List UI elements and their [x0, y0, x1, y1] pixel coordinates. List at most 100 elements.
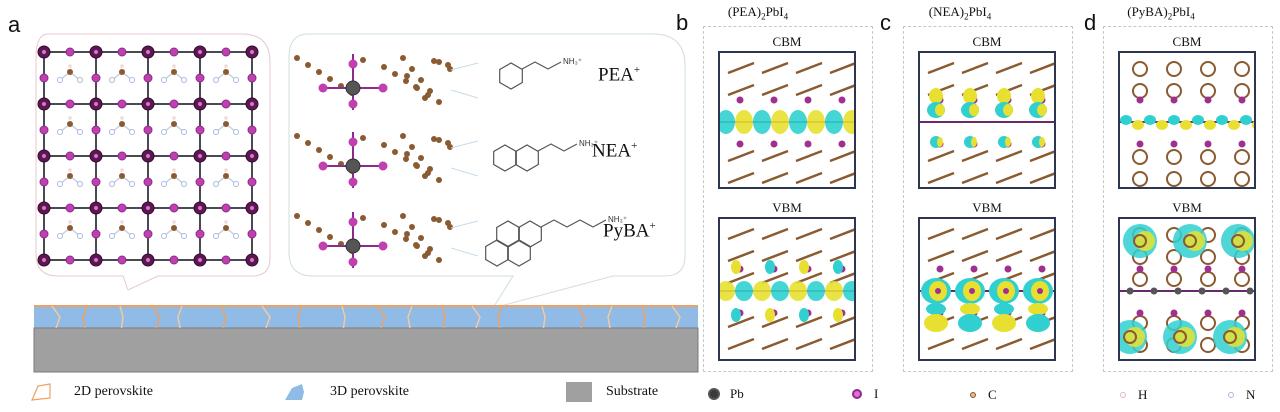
organic-chain [995, 171, 1023, 185]
isosurface-lobe [843, 281, 854, 301]
n-atom [57, 77, 63, 83]
i-atom [1136, 265, 1144, 273]
isosurface-lobe [1252, 121, 1254, 129]
c-atom [294, 133, 300, 139]
i-atom [1238, 140, 1246, 148]
c-atom [422, 95, 428, 101]
i-atom [804, 140, 812, 148]
isosurface-lobe [1031, 88, 1045, 104]
organic-chain [761, 227, 789, 241]
isosurface-lobe [731, 260, 741, 274]
n-atom [129, 129, 135, 135]
i-atom [936, 265, 944, 273]
organic-chain [795, 315, 823, 329]
n-atom [213, 77, 219, 83]
i-atom [1170, 140, 1178, 148]
n-atom [233, 129, 239, 135]
i-atom [1204, 309, 1212, 317]
organic-chain [829, 338, 854, 351]
i-atom [1038, 265, 1046, 273]
pointer-line [450, 167, 479, 177]
c-atom [67, 225, 73, 231]
aromatic-ring [1166, 61, 1182, 77]
panel-d-cbm-structure [1118, 51, 1256, 189]
organic-chain [927, 249, 955, 263]
c-atom [392, 71, 398, 77]
pb-atom-core [198, 206, 202, 210]
legend-atom-i: I [852, 385, 878, 403]
isosurface-lobe [1180, 120, 1192, 130]
isosurface-lobe [960, 303, 980, 315]
isosurface-lobe [935, 104, 945, 116]
callout-3d-lattice [35, 33, 271, 291]
organic-chain [795, 271, 823, 285]
c-atom [171, 173, 177, 179]
organic-chain [761, 249, 789, 263]
c-atom [436, 177, 442, 183]
h-atom [68, 168, 72, 172]
isosurface-lobe [1216, 115, 1228, 125]
panel-b-box [703, 26, 873, 372]
c-atom [413, 162, 419, 168]
i-atom [65, 47, 75, 57]
n-atom [161, 129, 167, 135]
pb-atom-core [94, 206, 98, 210]
c-atom [445, 220, 451, 226]
n-atom [109, 181, 115, 187]
i-atom [169, 99, 179, 109]
molecule-label-pea: PEA+ [598, 64, 641, 86]
c-atom [316, 147, 322, 153]
organic-chain [927, 171, 955, 185]
c-atom [418, 155, 424, 161]
panel-b-title: (PEA)2PbI4 [727, 4, 789, 22]
c-atom [327, 76, 333, 82]
isosurface-lobe [765, 308, 775, 322]
c-atom [403, 78, 409, 84]
i-atom [143, 73, 153, 83]
pb-atom-core [146, 50, 150, 54]
isosurface-lobe [720, 281, 735, 301]
organic-chain [1029, 150, 1054, 163]
pb-atom [1222, 287, 1230, 295]
h-atom [224, 168, 228, 172]
i-atom [1170, 309, 1178, 317]
i-atom [770, 140, 778, 148]
i-atom [65, 151, 75, 161]
organic-chain [761, 271, 789, 285]
panel-d-vbm-label: VBM [1172, 200, 1202, 215]
c-atom [305, 220, 311, 226]
pb-atom-icon [708, 388, 720, 401]
organic-chain [761, 61, 789, 75]
i-atom [1136, 140, 1144, 148]
pb-atom-core [250, 102, 254, 106]
i-atom [169, 203, 179, 213]
h-atom [120, 64, 124, 68]
grain-boundary [297, 305, 303, 329]
aromatic-ring [1200, 149, 1216, 165]
aromatic-ring [1166, 83, 1182, 99]
pyrene-ring [507, 239, 531, 267]
panel-c-cbm-label: CBM [972, 34, 1002, 49]
panel-label-d: d [1084, 10, 1097, 35]
c-atom [305, 140, 311, 146]
panel-c-cbm-structure [918, 51, 1056, 189]
h-atom [224, 116, 228, 120]
organic-chain [995, 61, 1023, 75]
aromatic-ring [1200, 61, 1216, 77]
c-atom [400, 133, 406, 139]
aromatic-ring [1173, 330, 1187, 344]
i-atom [1037, 288, 1043, 294]
pb-atom-core [146, 154, 150, 158]
panel-c-vbm-label: VBM [972, 200, 1002, 215]
isosurface-lobe [771, 110, 789, 134]
organic-chain [761, 149, 789, 163]
n-atom [77, 233, 83, 239]
grain-boundary [641, 305, 646, 329]
organic-chain [829, 316, 854, 329]
isosurface-lobe [731, 308, 741, 322]
pointer-line [450, 247, 479, 257]
c-atom [223, 225, 229, 231]
c-atom [327, 154, 333, 160]
pb-atom-core [250, 206, 254, 210]
isosurface-lobe [1037, 104, 1047, 116]
